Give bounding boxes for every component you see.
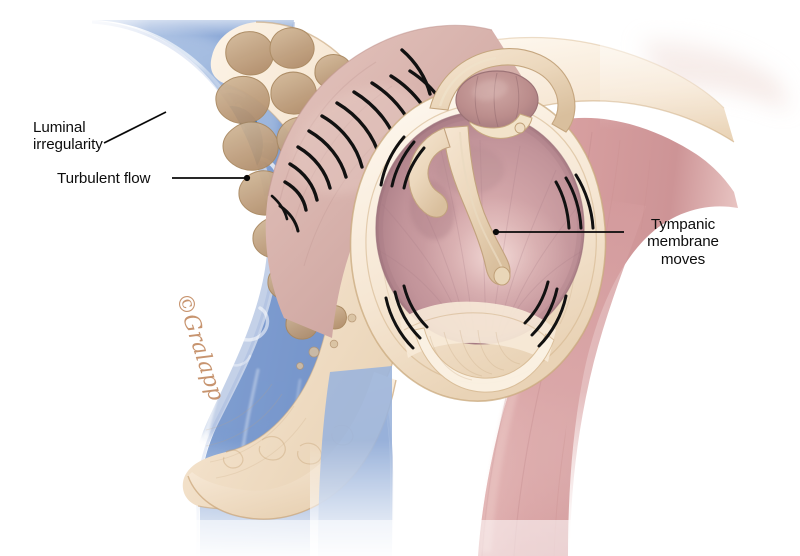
label-turbulent-flow: Turbulent flow xyxy=(57,170,151,187)
tympanic-cavity xyxy=(349,48,607,402)
malleus-handle xyxy=(443,125,511,286)
leader-lines xyxy=(103,111,624,236)
incus-stapes xyxy=(429,48,576,139)
leader-dot-tympanic xyxy=(492,228,500,236)
leader-dot-turbulent xyxy=(243,174,251,182)
label-tympanic-membrane-moves: Tympanic membrane moves xyxy=(647,216,719,268)
label-luminal-irregularity: Luminal irregularity xyxy=(33,119,103,154)
leader-luminal-irregularity xyxy=(103,111,167,144)
malleus-short-process xyxy=(408,127,451,218)
